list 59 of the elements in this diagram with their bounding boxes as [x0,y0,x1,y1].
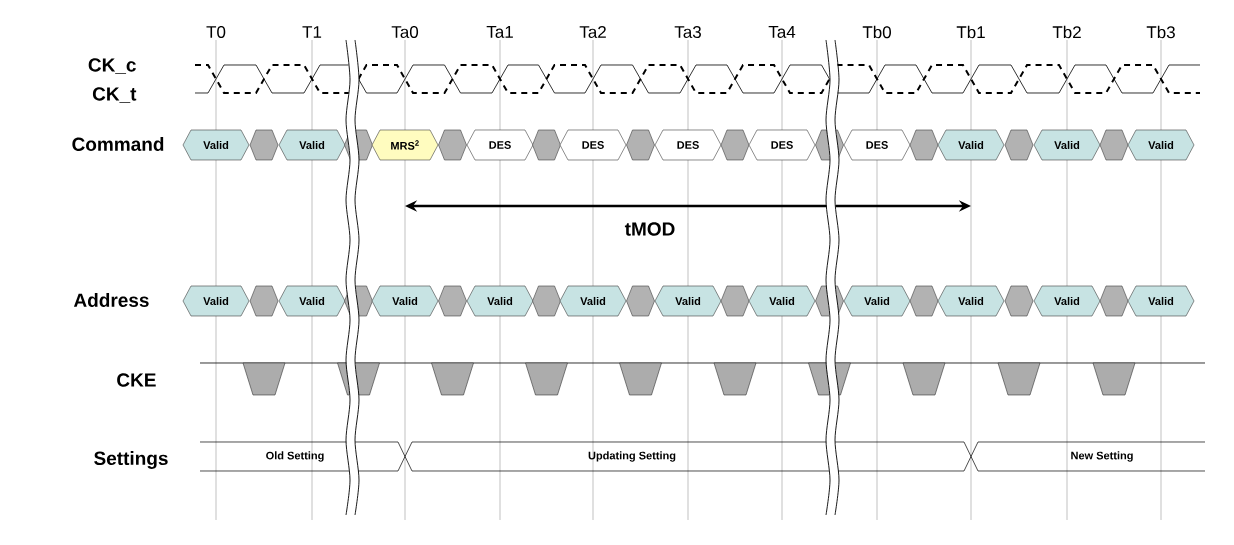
invalid-state [720,285,750,317]
invalid-state [1099,285,1129,317]
bus-value: DES [559,129,627,161]
invalid-state [438,285,467,317]
signal-name: CKE [117,373,156,387]
bus-value: DES [843,129,911,161]
signal-name: Address [73,293,149,307]
time-label: T1 [302,26,322,38]
bus-value: Valid [466,285,534,317]
invalid-state [249,285,279,317]
time-label: Tb1 [956,25,985,39]
bus-value: Valid [1033,285,1101,317]
invalid-state [626,129,655,161]
bus-value: Valid [559,285,627,317]
invalid-state [909,129,939,161]
time-label: T0 [206,26,226,38]
bus-value: Valid [748,285,816,317]
bus-value: Valid [182,285,250,317]
invalid-state [626,285,655,317]
bus-value: Valid [937,129,1005,161]
time-label: Tb3 [1146,25,1175,39]
invalid-state [532,285,561,317]
bus-value: Valid [654,285,722,317]
bus-value: Valid [182,129,250,161]
bus-value: MRS$^{2}$ [371,129,439,161]
time-label: Tb0 [862,25,891,39]
setting-band: Updating Setting [404,441,972,472]
signal-name: CK_c [88,58,136,74]
bus-value: DES [466,129,534,161]
time-label: Ta2 [579,26,606,38]
signal-name: Settings [94,451,168,469]
bus-value: Valid [371,285,439,317]
invalid-state [720,129,750,161]
time-label: Ta4 [768,26,796,38]
invalid-state [1004,285,1034,317]
bus-value: Valid [278,285,346,317]
bus-value: Valid [1127,285,1195,317]
signal-name: Command [72,137,164,151]
bus-value: Valid [278,129,346,161]
time-label: Ta3 [674,26,701,38]
setting-band: New Setting [970,441,1206,472]
invalid-state [909,285,939,317]
bus-value: Valid [1033,129,1101,161]
invalid-state [1004,129,1034,161]
bus-value: Valid [1127,129,1195,161]
invalid-state [438,129,467,161]
invalid-state [532,129,561,161]
time-label: Tb2 [1052,25,1081,39]
setting-band: Old Setting [199,441,406,472]
bus-value: Valid [937,285,1005,317]
bus-value: Valid [843,285,911,317]
invalid-state [1099,129,1129,161]
bus-value: DES [748,129,816,161]
time-label: Ta0 [391,26,419,38]
time-label: Ta1 [486,26,513,38]
bus-value: DES [654,129,722,161]
dimension-label: tMOD [624,222,675,236]
signal-name: CK_t [92,87,137,103]
invalid-state [249,129,279,161]
